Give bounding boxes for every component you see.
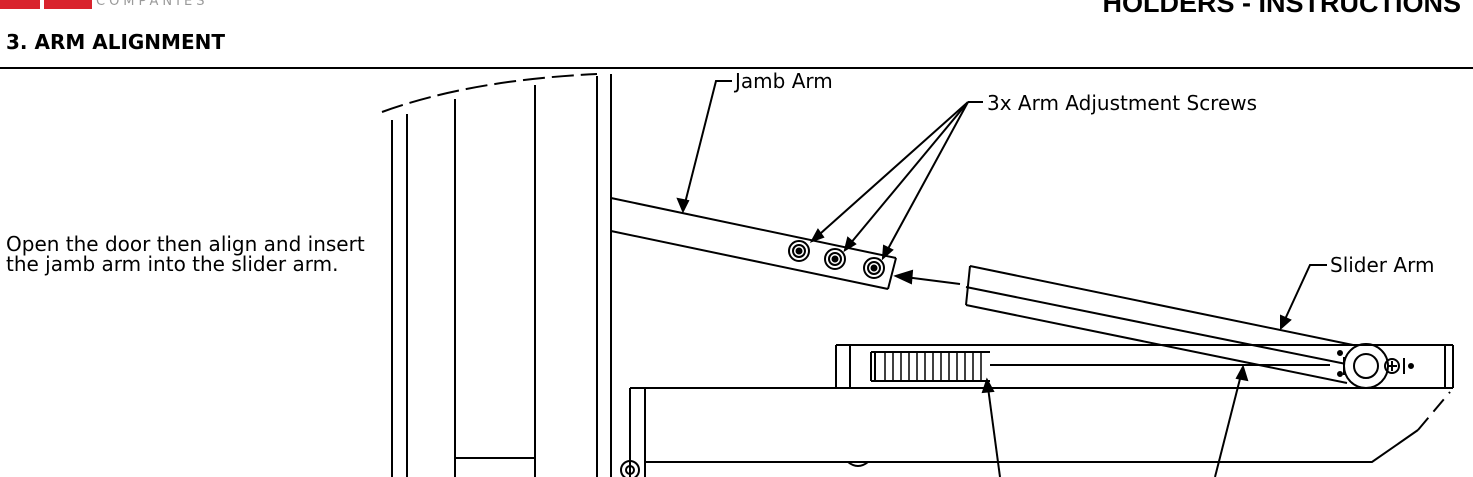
logo-wordmark: COMPANIES bbox=[96, 0, 209, 9]
section-heading: 3. ARM ALIGNMENT bbox=[6, 30, 225, 54]
leader-lines bbox=[676, 80, 1327, 477]
company-logo: COMPANIES bbox=[0, 0, 310, 20]
screw-1 bbox=[788, 240, 810, 262]
frame-header bbox=[629, 387, 1453, 477]
document-title: HOLDERS - INSTRUCTIONS bbox=[1102, 0, 1461, 18]
callout-jamb-arm: Jamb Arm bbox=[733, 69, 833, 93]
screw-2 bbox=[824, 248, 846, 270]
insertion-arrow bbox=[893, 269, 961, 285]
logo-red-block-left bbox=[0, 0, 40, 9]
screw-3 bbox=[863, 257, 885, 279]
slider-arm-shape bbox=[965, 265, 1389, 389]
adjustment-screws bbox=[788, 240, 885, 279]
header-divider bbox=[0, 67, 1473, 69]
callout-slider-arm: Slider Arm bbox=[1330, 253, 1434, 277]
instruction-text: Open the door then align and insert the … bbox=[6, 232, 365, 276]
logo-red-block-right bbox=[44, 0, 92, 9]
callout-adjustment-screws: 3x Arm Adjustment Screws bbox=[987, 91, 1257, 115]
door-frame bbox=[381, 73, 640, 477]
